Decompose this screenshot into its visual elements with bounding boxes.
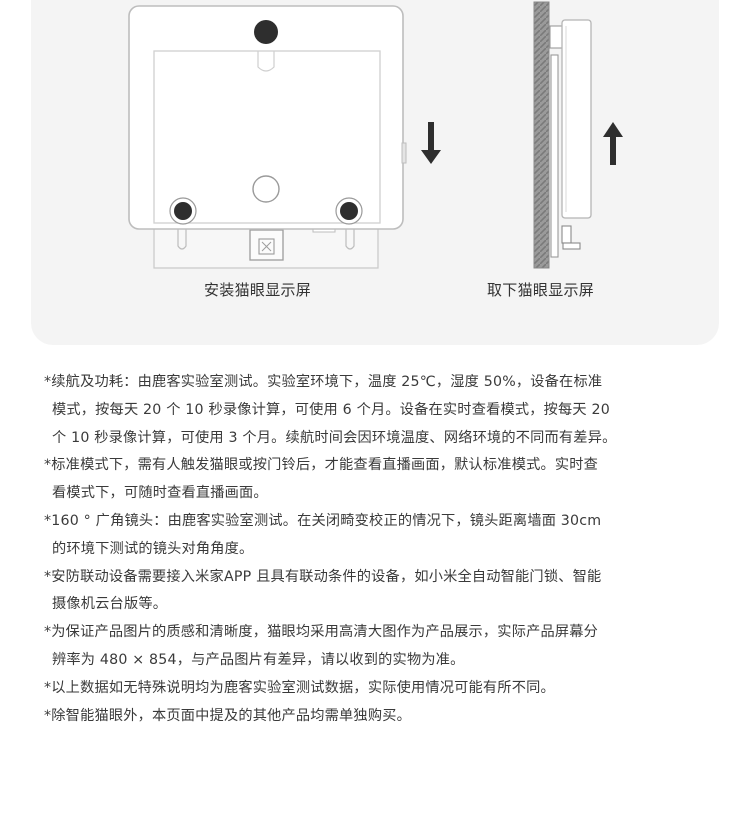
note-line: 的环境下测试的镜头对角角度。 <box>52 540 254 557</box>
side-view-illustration <box>533 1 592 269</box>
mounting-plate-illustration <box>128 5 407 269</box>
install-caption: 安装猫眼显示屏 <box>204 281 312 299</box>
top-screw-icon <box>254 20 278 44</box>
note-line: 摄像机云台版等。 <box>52 596 168 613</box>
installation-diagram <box>128 1 623 269</box>
note-line: 模式，按每天 20 个 10 秒录像计算，可使用 6 个月。设备在实时查看模式，… <box>52 401 610 418</box>
note-line: *以上数据如无特殊说明均为鹿客实验室测试数据，实际使用情况可能有所不同。 <box>44 679 555 696</box>
note-line: 个 10 秒录像计算，可使用 3 个月。续航时间会因环境温度、网络环境的不同而有… <box>52 429 617 446</box>
footnotes: *续航及功耗：由鹿客实验室测试。实验室环境下，温度 25℃，湿度 50%，设备在… <box>44 369 704 730</box>
note-line: *160 ° 广角镜头：由鹿客实验室测试。在关闭畸变校正的情况下，镜头距离墙面 … <box>44 512 602 529</box>
arrow-down-icon <box>421 122 441 164</box>
note-line: *安防联动设备需要接入米家APP 且具有联动条件的设备，如小米全自动智能门锁、智… <box>44 568 602 585</box>
remove-caption: 取下猫眼显示屏 <box>487 281 595 299</box>
note-line: *除智能猫眼外，本页面中提及的其他产品均需单独购买。 <box>44 707 411 724</box>
note-line: 看模式下，可随时查看直播画面。 <box>52 485 268 502</box>
right-screw-icon <box>335 197 363 225</box>
note-line: *标准模式下，需有人触发猫眼或按门铃后，才能查看直播画面，默认标准模式。实时查 <box>44 457 599 474</box>
arrow-up-icon <box>603 122 623 165</box>
note-line: 辨率为 480 × 854，与产品图片有差异，请以收到的实物为准。 <box>52 651 465 668</box>
note-line: *为保证产品图片的质感和清晰度，猫眼均采用高清大图作为产品展示，实际产品屏幕分 <box>44 624 599 641</box>
note-line: *续航及功耗：由鹿客实验室测试。实验室环境下，温度 25℃，湿度 50%，设备在… <box>44 374 603 390</box>
left-screw-icon <box>169 197 197 225</box>
